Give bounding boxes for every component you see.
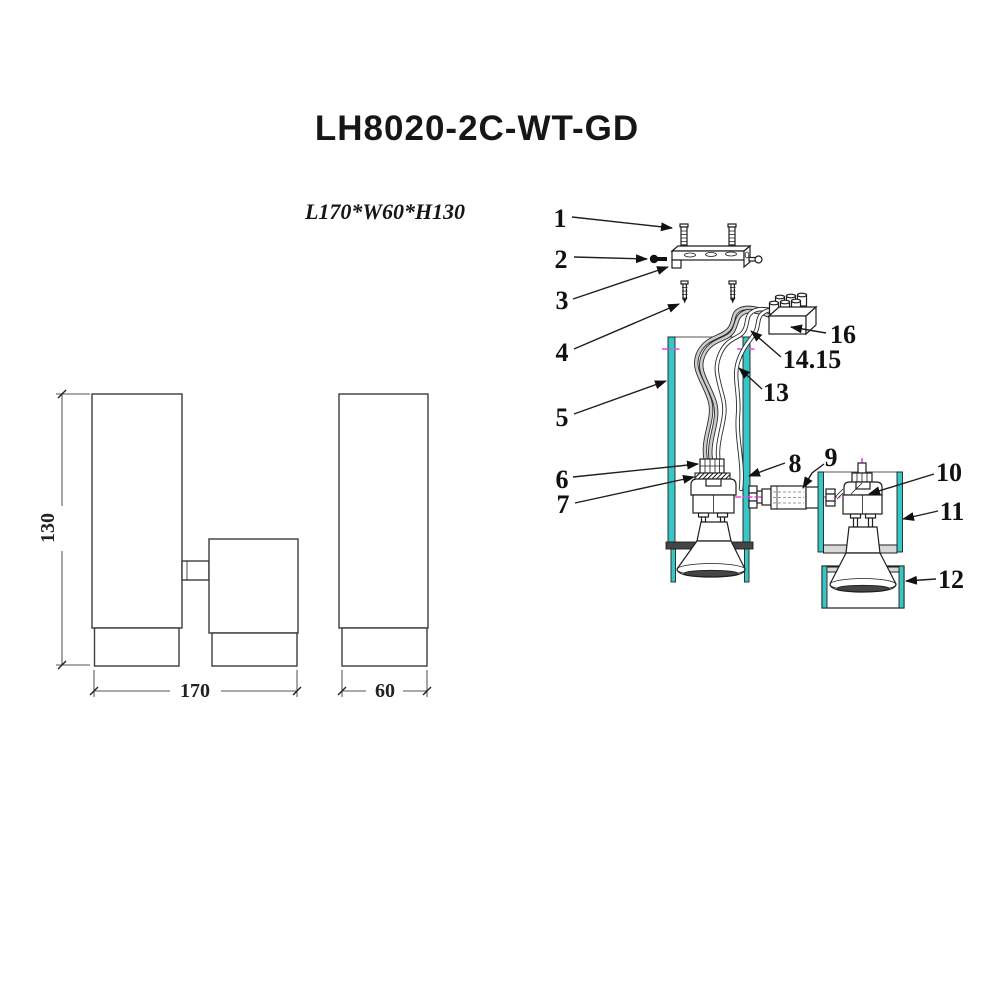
- part-label-4: 4: [556, 338, 569, 367]
- leader-14-15: [750, 330, 782, 358]
- socket-gasket: [694, 472, 731, 480]
- leader-8: [748, 462, 786, 477]
- wall-anchor-left: [679, 223, 689, 246]
- part-label-13: 13: [763, 378, 789, 407]
- part-label-11: 11: [940, 497, 965, 526]
- swivel-connector: [735, 485, 846, 510]
- front-view: [91, 393, 299, 667]
- dim-60: 60: [375, 680, 395, 702]
- lamp-socket: [699, 458, 725, 474]
- part-label-7: 7: [557, 490, 570, 519]
- gu10-bulb-main: [676, 521, 746, 578]
- lamp-holder-second: [825, 462, 883, 528]
- dim-130: 130: [37, 513, 59, 543]
- part-label-8: 8: [789, 449, 802, 478]
- lamp-holder-main: [690, 478, 737, 523]
- part-label-9: 9: [825, 443, 838, 472]
- leader-3: [572, 266, 669, 300]
- part-label-10: 10: [936, 458, 962, 487]
- model-title: LH8020-2C-WT-GD: [314, 109, 640, 148]
- part-label-5: 5: [556, 403, 569, 432]
- dimension-height: 130: [37, 389, 90, 670]
- part-label-3: 3: [556, 286, 569, 315]
- leader-5: [573, 380, 667, 415]
- leader-12: [905, 575, 937, 585]
- wall-anchor-right: [727, 223, 737, 246]
- part-labels: 1 2 3 4 5 6 7 8 9 10 11 12 13 14.15 16: [554, 204, 965, 594]
- leader-11: [902, 510, 939, 521]
- part-label-12: 12: [938, 565, 964, 594]
- leader-2: [573, 254, 648, 264]
- part-label-16: 16: [830, 320, 856, 349]
- dimension-width: 60: [337, 670, 432, 702]
- dimension-length: 170: [89, 670, 302, 702]
- leader-lines: [571, 216, 939, 585]
- part-label-6: 6: [556, 465, 569, 494]
- leader-4: [573, 303, 680, 350]
- leader-6: [572, 460, 699, 478]
- mounting-bracket: [670, 244, 752, 269]
- part-label-1: 1: [554, 204, 567, 233]
- side-screw-right: [748, 255, 763, 264]
- leader-16: [790, 324, 827, 334]
- leader-13: [738, 367, 763, 390]
- fixing-screw-left: [680, 280, 689, 304]
- leader-10: [868, 473, 935, 496]
- side-view: [338, 393, 429, 667]
- wires: [694, 305, 782, 492]
- leader-9: [802, 463, 825, 489]
- side-screw-left: [649, 254, 667, 264]
- leader-7: [574, 474, 695, 504]
- gu10-bulb-second: [829, 526, 897, 593]
- dim-170: 170: [180, 680, 210, 702]
- leader-1: [571, 216, 673, 232]
- fixing-screw-right: [728, 280, 737, 304]
- size-label: L170*W60*H130: [304, 199, 466, 224]
- part-label-2: 2: [555, 245, 568, 274]
- part-label-14-15: 14.15: [783, 345, 842, 374]
